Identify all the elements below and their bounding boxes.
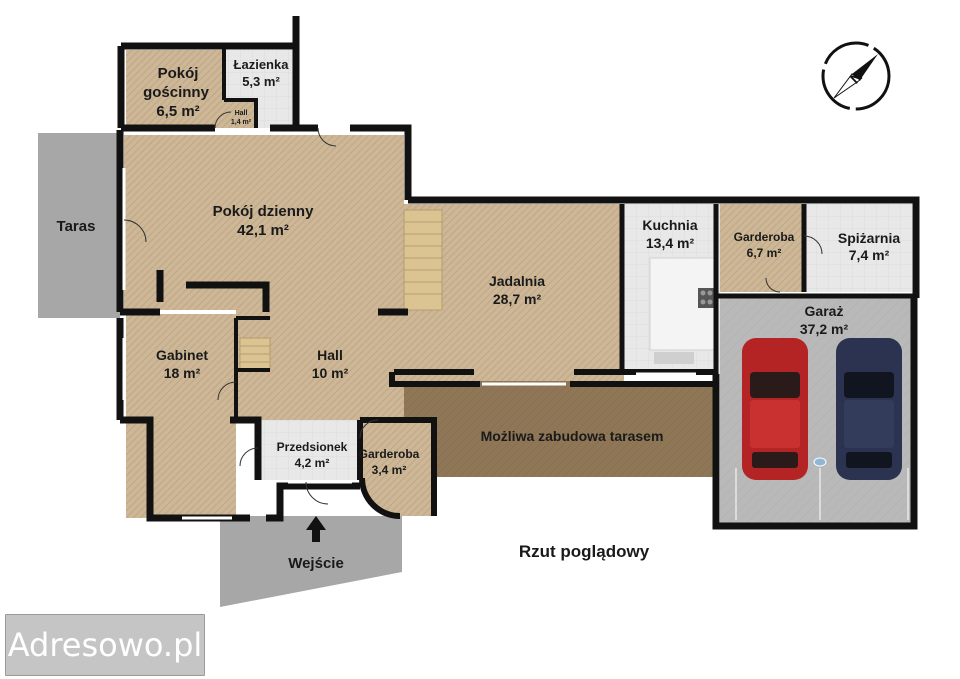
- bathroom-area: 5,3 m²: [242, 74, 280, 89]
- garage-door-marks: [735, 457, 909, 520]
- vestibule-label: Przedsionek: [277, 440, 348, 454]
- floor-guest-room: [126, 50, 224, 128]
- entrance-walkway: [220, 516, 402, 607]
- terrace-label: Taras: [57, 218, 96, 235]
- floor-vestibule: [258, 420, 358, 480]
- dining-label: Jadalnia: [489, 273, 545, 289]
- wardrobe-1-label: Garderoba: [734, 230, 795, 244]
- kitchen-counter: [649, 257, 717, 364]
- car-red-icon: [742, 338, 808, 480]
- small-hall-area: 1,4 m²: [231, 119, 252, 126]
- vestibule-area: 4,2 m²: [295, 456, 330, 470]
- walls: [116, 16, 920, 530]
- floor-wardrobe-1: [720, 204, 804, 292]
- floor-office: [126, 314, 236, 518]
- floor-wardrobe-2: [358, 420, 432, 516]
- kitchen-area: 13,4 m²: [646, 235, 695, 251]
- pantry-label: Spiżarnia: [838, 230, 900, 246]
- entrance-label: Wejście: [288, 555, 344, 572]
- terrace-extension-label: Możliwa zabudowa tarasem: [481, 428, 664, 444]
- guest-room-label-line2: gościnny: [143, 84, 210, 101]
- bathroom-label: Łazienka: [234, 57, 290, 72]
- living-room-label: Pokój dzienny: [213, 203, 315, 220]
- kitchen-label: Kuchnia: [642, 217, 697, 233]
- watermark-logo: Adresowo.pl: [3, 612, 207, 678]
- entrance-arrow-icon: [306, 516, 326, 542]
- hall-area: 10 m²: [312, 365, 349, 381]
- stairs-icon: [239, 209, 443, 371]
- windows: [122, 168, 696, 520]
- wardrobe-2-area: 3,4 m²: [372, 463, 407, 477]
- wardrobe-1-area: 6,7 m²: [747, 246, 782, 260]
- floor-living-room: [124, 135, 404, 310]
- doors: [123, 111, 823, 505]
- living-room-area: 42,1 m²: [237, 222, 289, 239]
- car-navy-icon: [836, 338, 902, 480]
- terrace-possible-extension: [404, 381, 717, 477]
- guest-room-label: Pokój: [158, 65, 199, 82]
- guest-room-area: 6,5 m²: [156, 103, 199, 120]
- wardrobe-2-label: Garderoba: [359, 447, 420, 461]
- terrace-left: [38, 133, 120, 318]
- office-area: 18 m²: [164, 365, 201, 381]
- hall-label: Hall: [317, 347, 343, 363]
- garage-label: Garaż: [805, 303, 844, 319]
- pantry-area: 7,4 m²: [849, 247, 890, 263]
- small-hall-label: Hall: [235, 110, 248, 117]
- plan-caption: Rzut poglądowy: [519, 542, 650, 561]
- floor-small-hall: [224, 100, 256, 128]
- compass-icon: N: [821, 41, 891, 111]
- dining-area: 28,7 m²: [493, 291, 542, 307]
- floor-pantry: [804, 204, 912, 292]
- garage-area: 37,2 m²: [800, 321, 849, 337]
- office-label: Gabinet: [156, 347, 208, 363]
